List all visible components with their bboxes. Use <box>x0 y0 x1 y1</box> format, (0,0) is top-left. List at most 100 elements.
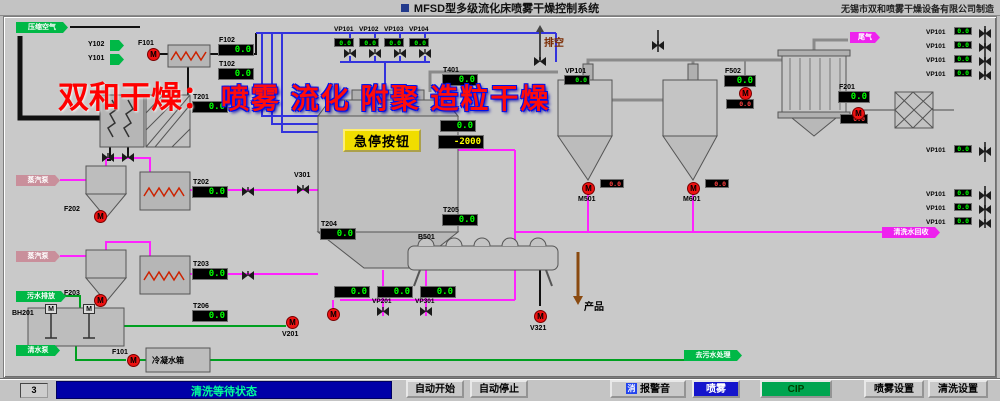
pump-motor-icon[interactable]: M <box>94 210 107 223</box>
pipe-tag: 蒸汽泵 <box>16 251 60 262</box>
device-label: 产品 <box>584 302 604 313</box>
display-label: T205 <box>443 207 459 214</box>
valve-icon[interactable] <box>419 46 431 58</box>
clean-settings-button[interactable]: 清洗设置 <box>928 380 988 398</box>
valve-icon[interactable] <box>369 46 381 58</box>
device-label: V301 <box>294 172 311 179</box>
valve-icon[interactable] <box>420 304 432 316</box>
pump-motor-icon[interactable]: M <box>127 354 140 367</box>
valve-icon[interactable] <box>242 268 254 280</box>
device-label: VP101 <box>926 57 946 64</box>
device-label: VP103 <box>384 26 404 33</box>
cip-button[interactable]: CIP <box>760 380 832 398</box>
valve-icon[interactable] <box>979 40 991 52</box>
valve-icon[interactable] <box>979 26 991 38</box>
valve-icon[interactable] <box>344 46 356 58</box>
valve-icon[interactable] <box>979 216 991 228</box>
value-display: 0.0 <box>954 203 972 211</box>
value-display: 0.0 <box>600 179 624 188</box>
value-display: 0.0 <box>954 189 972 197</box>
manufacturer-label: 无锡市双和喷雾干燥设备有限公司制造 <box>840 4 994 14</box>
auto-stop-button[interactable]: 自动停止 <box>470 380 528 398</box>
display-label: T204 <box>321 221 337 228</box>
display-label: F502 <box>725 68 741 75</box>
auto-start-button[interactable]: 自动开始 <box>406 380 464 398</box>
pump-motor-icon[interactable]: M <box>147 48 160 61</box>
device-label: F203 <box>64 290 80 297</box>
pump-motor-icon[interactable]: M <box>327 308 340 321</box>
agitator-motor-icon: M <box>45 304 57 314</box>
status-bar: 清洗等待状态 <box>56 381 392 399</box>
valve-icon[interactable] <box>979 202 991 214</box>
valve-icon[interactable] <box>534 54 546 66</box>
spray-settings-button[interactable]: 喷雾设置 <box>864 380 924 398</box>
pump-motor-icon[interactable]: M <box>687 182 700 195</box>
valve-icon[interactable] <box>652 38 664 50</box>
display-label: T206 <box>193 303 209 310</box>
pipe-tag: 尾气 <box>850 32 880 43</box>
device-label: F101 <box>138 40 154 47</box>
valve-icon[interactable] <box>979 68 991 80</box>
valve-icon[interactable] <box>979 144 991 156</box>
alarm-counter: 3 <box>20 383 48 398</box>
valve-icon[interactable] <box>979 188 991 200</box>
display-label: T203 <box>193 261 209 268</box>
pump-motor-icon[interactable]: M <box>94 294 107 307</box>
pipe-tag: 去污水处理 <box>684 350 742 361</box>
pipe-tag: 蒸汽泵 <box>16 175 60 186</box>
device-label: Y101 <box>88 55 105 62</box>
valve-icon[interactable] <box>102 150 114 162</box>
display-label: F102 <box>219 37 235 44</box>
pump-motor-icon[interactable]: M <box>582 182 595 195</box>
value-display: 0.0 <box>954 217 972 225</box>
pump-motor-icon[interactable]: M <box>739 87 752 100</box>
value-display: 0.0 <box>954 145 972 153</box>
pump-motor-icon[interactable]: M <box>286 316 299 329</box>
spray-mode-button[interactable]: 喷雾 <box>692 380 740 398</box>
device-label: VP104 <box>409 26 429 33</box>
mute-alarm-icon: 消 <box>626 383 637 395</box>
device-label: VP101 <box>926 191 946 198</box>
agitator-motor-icon: M <box>83 304 95 314</box>
device-label: 冷凝水箱 <box>152 356 184 365</box>
valve-icon[interactable] <box>297 182 309 194</box>
value-display: -2000 <box>438 135 484 149</box>
display-label: T401 <box>443 67 459 74</box>
value-display: 0.0 <box>334 286 370 298</box>
window-title: MFSD型多级流化床喷雾干燥控制系统 <box>413 2 600 15</box>
device-label: VP101 <box>926 205 946 212</box>
pipe-tag: 清洗水回收 <box>882 227 940 238</box>
display-label: VP101 <box>565 68 587 75</box>
device-label: M601 <box>683 196 701 203</box>
pipe-tag: 清水泵 <box>16 345 60 356</box>
diagram-panel <box>3 16 997 378</box>
device-label: VP101 <box>926 219 946 226</box>
value-display: 0.0 <box>726 99 754 109</box>
alarm-mute-button[interactable]: 消报警音 <box>610 380 686 398</box>
valve-icon[interactable] <box>979 54 991 66</box>
valve-icon[interactable] <box>242 184 254 196</box>
device-label: F101 <box>112 349 128 356</box>
titlebar: MFSD型多级流化床喷雾干燥控制系统 无锡市双和喷雾干燥设备有限公司制造 <box>0 0 1000 16</box>
valve-icon[interactable] <box>394 46 406 58</box>
pump-motor-icon[interactable]: M <box>852 107 865 120</box>
valve-icon[interactable] <box>122 150 134 162</box>
device-label: VP101 <box>334 26 354 33</box>
valve-icon[interactable] <box>377 304 389 316</box>
device-label: Y102 <box>88 41 105 48</box>
value-display: 0.0 <box>377 286 413 298</box>
emergency-stop-button[interactable]: 急停按钮 <box>343 129 421 152</box>
device-label: F202 <box>64 206 80 213</box>
pump-motor-icon[interactable]: M <box>534 310 547 323</box>
display-label: F201 <box>839 84 855 91</box>
device-label: VP101 <box>926 71 946 78</box>
display-label: T202 <box>193 179 209 186</box>
